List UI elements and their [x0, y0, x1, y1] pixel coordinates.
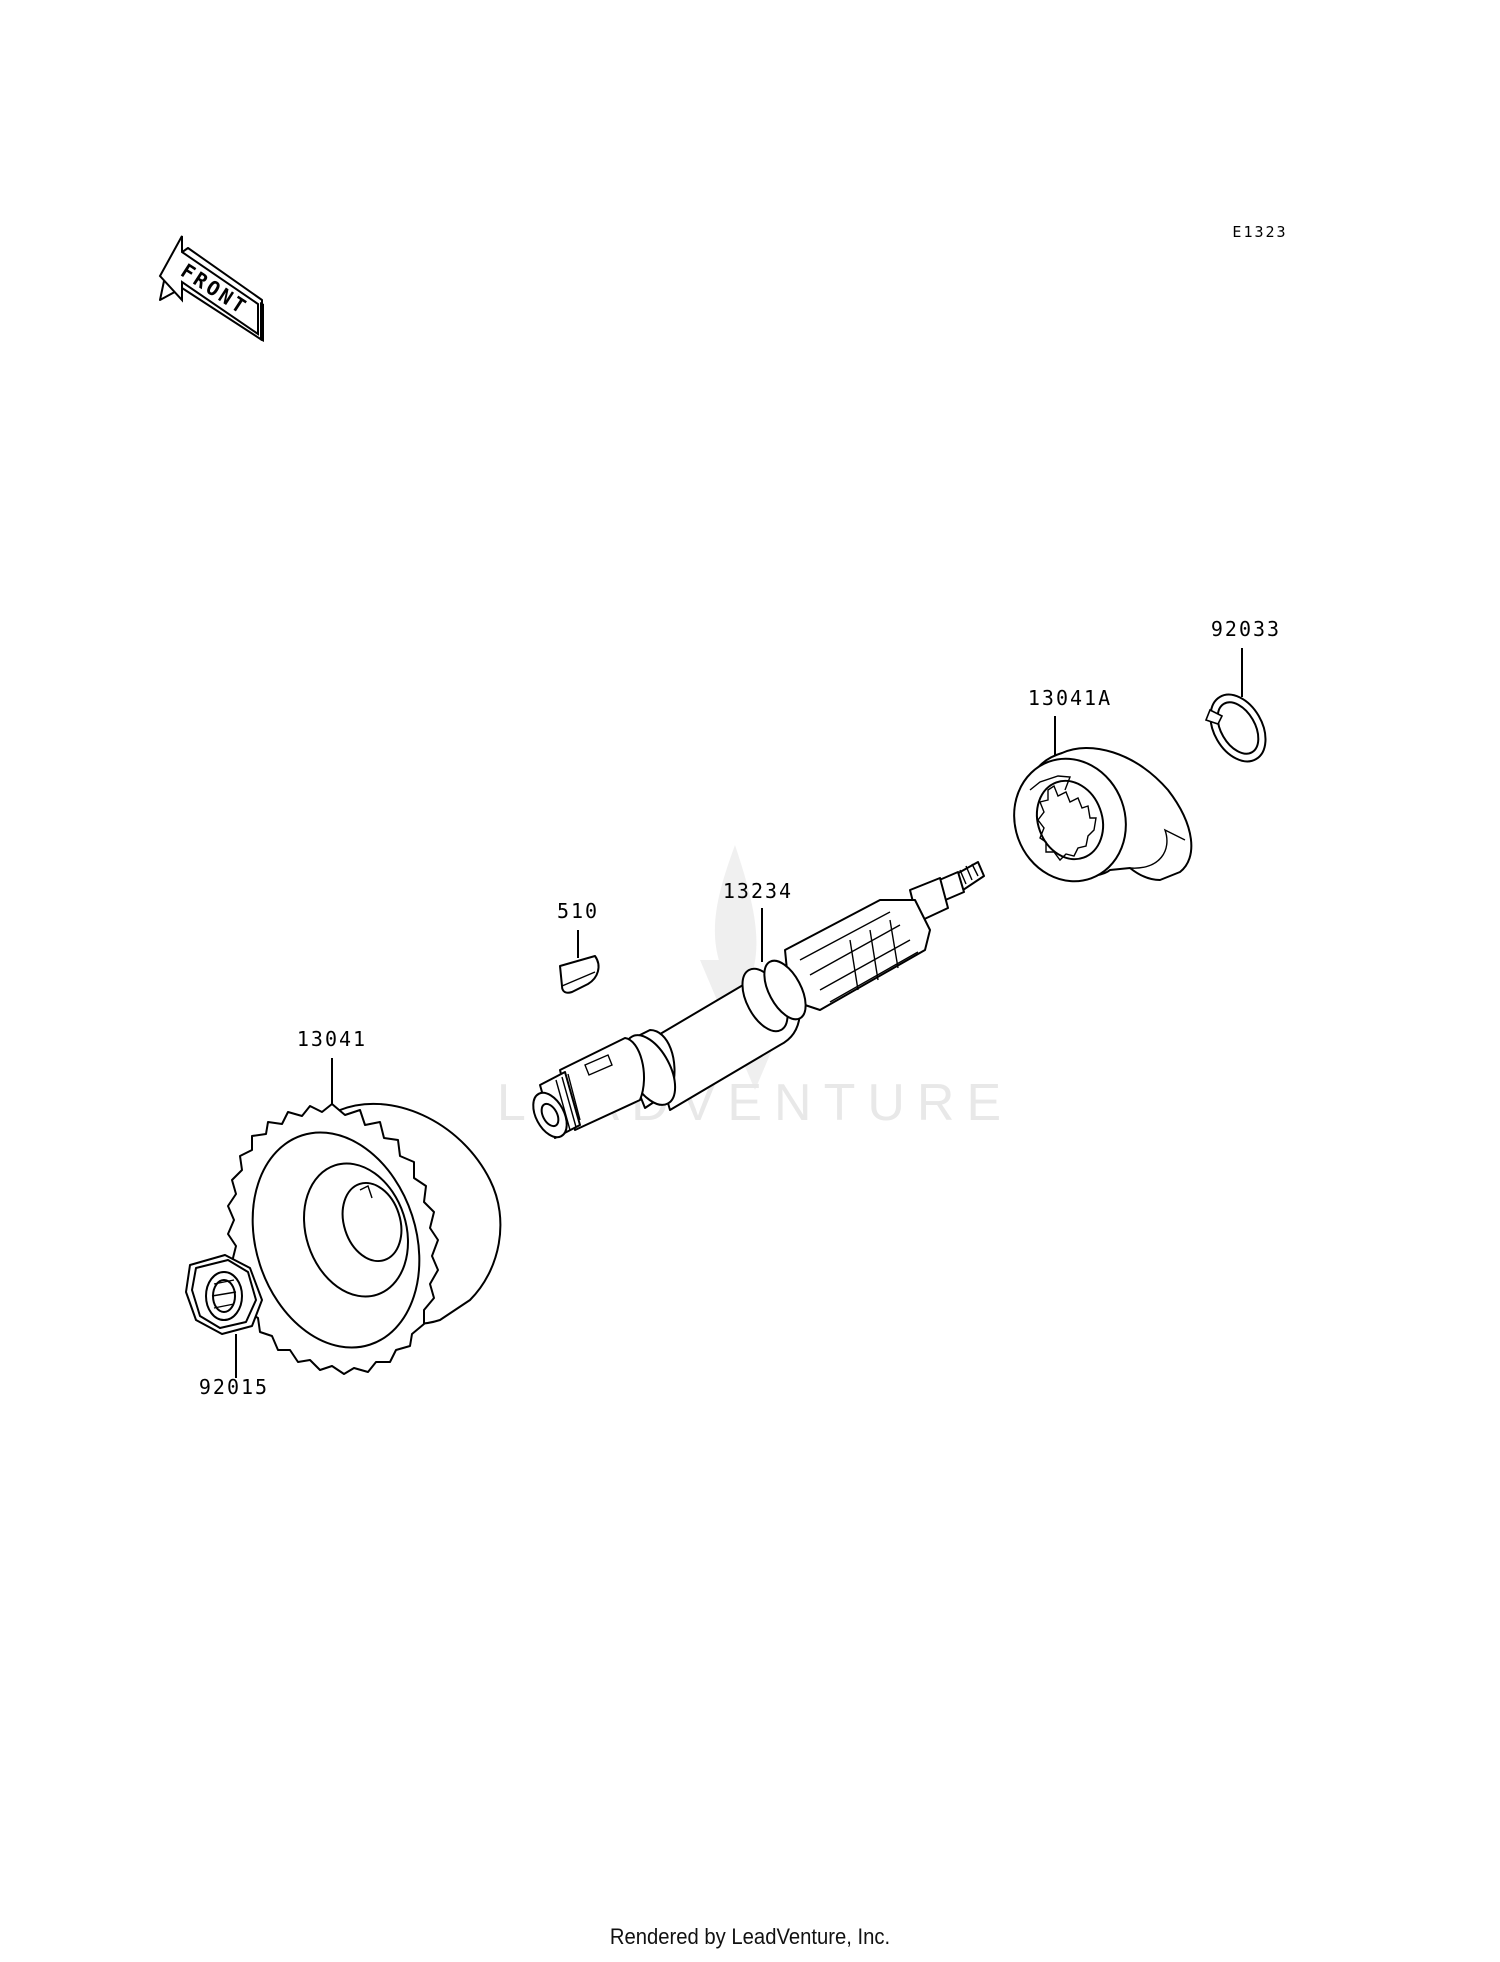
part-label-510: 510 — [557, 899, 599, 923]
part-label-92033: 92033 — [1211, 617, 1281, 641]
part-13041[interactable]: 13041 — [226, 1027, 502, 1375]
part-510[interactable]: 510 — [557, 899, 600, 994]
part-13041A[interactable]: 13041A — [997, 686, 1193, 897]
footer-credit: Rendered by LeadVenture, Inc. — [609, 1924, 891, 1949]
part-label-92015: 92015 — [199, 1375, 269, 1399]
part-label-13234: 13234 — [723, 879, 793, 903]
part-label-13041: 13041 — [297, 1027, 367, 1051]
part-13234[interactable]: 13234 — [526, 861, 985, 1143]
woodruff-key-icon — [559, 955, 600, 994]
circlip-icon — [1204, 693, 1267, 763]
diagram-code: E1323 — [1232, 223, 1287, 241]
gear-13041-icon — [227, 1102, 502, 1375]
part-label-13041A: 13041A — [1028, 686, 1112, 710]
front-direction-arrow-icon: FRONT — [158, 235, 264, 342]
shaft-icon — [532, 861, 985, 1139]
hex-nut-icon — [185, 1254, 263, 1335]
gear-13041A-icon — [1013, 746, 1193, 883]
part-92033[interactable]: 92033 — [1199, 617, 1281, 771]
part-92015[interactable]: 92015 — [185, 1254, 269, 1399]
